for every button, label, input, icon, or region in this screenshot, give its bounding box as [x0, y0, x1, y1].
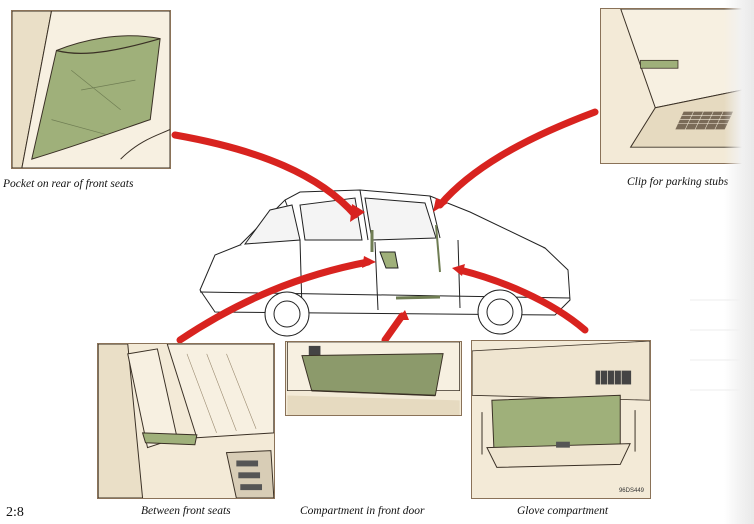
caption-front-door-compartment: Compartment in front door: [300, 505, 425, 517]
page-number: 2:8: [6, 505, 24, 520]
caption-rear-seat-pocket: Pocket on rear of front seats: [3, 178, 134, 190]
figure-code: 96DS449: [618, 488, 644, 494]
panel-rear-seat-pocket: [11, 10, 171, 169]
caption-parking-clip: Clip for parking stubs: [627, 176, 729, 188]
panel-between-front-seats: [97, 343, 275, 499]
glove-compartment-illustration: [472, 341, 650, 498]
between-seats-illustration: [98, 344, 274, 498]
front-door-compartment-illustration: [286, 342, 461, 415]
panel-glove-compartment: 96DS449: [471, 340, 651, 499]
caption-glove-compartment: Glove compartment: [517, 505, 609, 517]
rear-seat-pocket-illustration: [12, 11, 170, 168]
panel-front-door-compartment: [285, 341, 462, 416]
caption-between-front-seats: Between front seats: [141, 505, 231, 517]
page-edge-shadow: [724, 0, 754, 524]
